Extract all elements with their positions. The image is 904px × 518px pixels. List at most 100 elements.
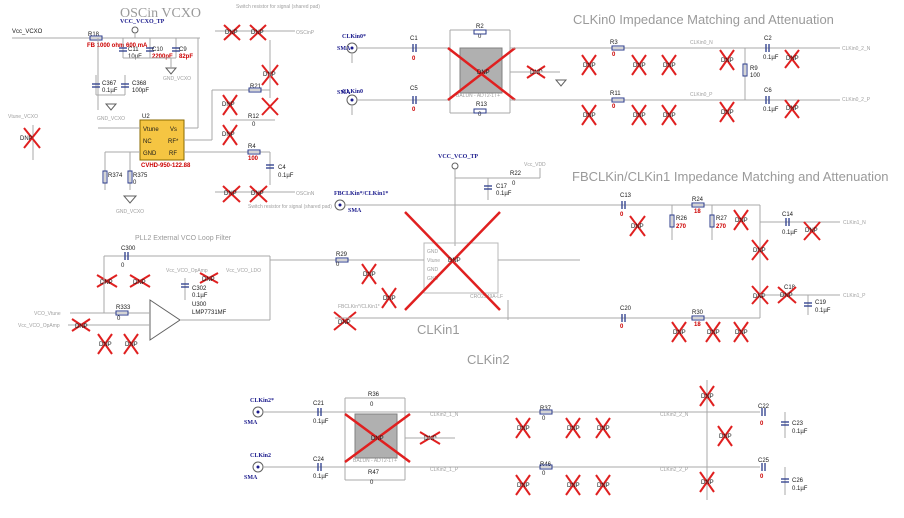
- dnp-label: DNP: [75, 324, 88, 330]
- dnp-label: DNP: [701, 480, 714, 486]
- dnp-label: DNP: [371, 436, 384, 442]
- c368-label: C368: [132, 81, 147, 87]
- c1-value: 0: [412, 56, 416, 62]
- u2-pin-vs: Vs: [170, 127, 177, 133]
- gnd-vcxo-2: GND_VCXO: [97, 116, 125, 122]
- dnp-marker: DNP: [333, 311, 357, 331]
- net-fbclkin: FBCLKin*/CLKin1*: [334, 191, 388, 197]
- c4-value: 0.1µF: [278, 173, 294, 179]
- clkin2-block: CLKin2* SMA CLKin2 SMA C21 0.1µF C24 0.1…: [244, 380, 808, 500]
- dnp-label: DNP: [222, 102, 235, 108]
- dnp-label: DNP: [477, 70, 490, 76]
- dnp-label: DNP: [780, 293, 793, 299]
- osc-section-title: OSCin VCXO: [120, 6, 201, 21]
- dnp-marker: DNP: [595, 474, 611, 496]
- c11-value: 10µF: [128, 54, 142, 60]
- dnp-marker: DNP: [222, 124, 238, 146]
- dnp-marker: DNP: [515, 474, 531, 496]
- dnp-label: DNP: [530, 70, 543, 76]
- c13-label: C13: [620, 193, 632, 199]
- c300-value: 0: [121, 263, 125, 269]
- c22-label: C22: [758, 404, 770, 410]
- dnp-marker: DNP: [249, 185, 268, 203]
- dnp-marker: DNP: [565, 474, 581, 496]
- c18-label: C18: [784, 285, 796, 291]
- c367-value: 0.1µF: [102, 88, 118, 94]
- dnp-label: DNP: [251, 191, 264, 197]
- c22-value: 0: [760, 421, 764, 427]
- u2-pin-rf: RF: [169, 151, 177, 157]
- dnp-label: DNP: [383, 296, 396, 302]
- dnp-label: DNP: [735, 330, 748, 336]
- cro-gnd-3: GND: [427, 276, 439, 282]
- c368-value: 100pF: [132, 88, 149, 94]
- r374-label: R374: [108, 173, 123, 179]
- net-vco-vtune: VCO_Vtune: [34, 311, 61, 317]
- dnp-marker: DNP: [777, 286, 797, 304]
- r29-value: 0: [336, 262, 340, 268]
- net-fbclkin-2: FBCLKin*/CLKin1*: [338, 304, 380, 310]
- c10-value: 2200pF: [152, 54, 173, 60]
- u2-pin-rfstar: RF*: [168, 139, 179, 145]
- opamp-u300: [149, 299, 181, 341]
- c6-value: 0.1µF: [763, 107, 779, 113]
- dnp-label: DNP: [224, 191, 237, 197]
- net-vcc-vcxo-tp: VCC_VCXO_TP: [120, 19, 165, 25]
- r375-label: R375: [133, 173, 148, 179]
- r11-value: 0: [612, 104, 616, 110]
- net-clkin0: CLKin0: [342, 89, 363, 95]
- pll2-loop-filter: C300 0 Vcc_VCO_OpAmp Vcc_VCO_LDO DNP DNP…: [18, 246, 271, 355]
- c24-label: C24: [313, 457, 325, 463]
- c2-value: 0.1µF: [763, 55, 779, 61]
- dnp-label: DNP: [583, 113, 596, 119]
- dnp-marker: DNP: [565, 417, 581, 439]
- dnp-marker: DNP: [129, 274, 151, 288]
- r2-label: R2: [476, 24, 484, 30]
- dnp-label: DNP: [20, 136, 33, 142]
- dnp-label: DNP: [567, 483, 580, 489]
- fbclkin-block: VCC_VCO_TP Vcc_VDD R22 0 C17 0.1µF FBCLK…: [270, 154, 866, 343]
- net-vcc-vcxo: Vcc_VCXO: [12, 29, 43, 35]
- net-clkin2-star: CLKin2*: [250, 398, 274, 404]
- dnp-marker: DNP: [222, 94, 238, 116]
- net-clkin0-2n: CLKin0_2_N: [842, 46, 871, 52]
- switch-note-top: Switch resistor for signal (shared pad): [236, 4, 320, 10]
- net-clkin0-star: CLKin0*: [342, 34, 366, 40]
- dnp-marker: DNP: [381, 287, 397, 309]
- r13-label: R13: [476, 102, 488, 108]
- r12-value: 0: [252, 122, 256, 128]
- dnp-label: DNP: [786, 106, 799, 112]
- dnp-marker: DNP: [96, 274, 118, 288]
- dnp-marker: DNP: [631, 104, 647, 126]
- r30-label: R30: [692, 310, 704, 316]
- net-vcc-vco-ldo: Vcc_VCO_LDO: [226, 268, 261, 274]
- r21-label: R21: [250, 84, 262, 90]
- dnp-marker: DNP: [20, 127, 41, 149]
- dnp-label: DNP: [701, 394, 714, 400]
- gnd-vcxo-1: GND_VCXO: [163, 76, 191, 82]
- fbclkin-section-title: FBCLKin/CLKin1 Impedance Matching and At…: [572, 169, 889, 184]
- dnp-marker: DNP: [447, 47, 516, 101]
- c1-label: C1: [410, 36, 418, 42]
- u300-part: LMP7731MF: [192, 310, 227, 316]
- sma-label-5: SMA: [244, 475, 258, 481]
- c14-value: 0.1µF: [782, 230, 798, 236]
- net-oscinn: OSCinN: [296, 191, 315, 197]
- dnp-marker: DNP: [581, 104, 597, 126]
- c26-value: 0.1µF: [792, 486, 808, 492]
- dnp-label: DNP: [338, 320, 351, 326]
- dnp-marker: DNP: [661, 54, 677, 76]
- net-vcc-vco-opamp: Vcc_VCO_OpAmp: [166, 268, 208, 274]
- dnp-marker: DNP: [123, 333, 139, 355]
- net-clkin2-1p: CLKin2_1_P: [430, 467, 459, 473]
- u2-pin-nc: NC: [143, 139, 152, 145]
- dnp-marker: DNP: [699, 471, 715, 493]
- dnp-label: DNP: [597, 426, 610, 432]
- c367-label: C367: [102, 81, 117, 87]
- c2-label: C2: [764, 36, 772, 42]
- c9-value: 82pF: [179, 54, 193, 60]
- pll2-section-title: PLL2 External VCO Loop Filter: [135, 235, 232, 242]
- osc-vcxo-block: Vcc_VCXO R18 FB 1000 ohm 600 mA VCC_VCXO…: [8, 4, 332, 215]
- fb-value: FB 1000 ohm 600 mA: [87, 43, 148, 49]
- dnp-label: DNP: [263, 72, 276, 78]
